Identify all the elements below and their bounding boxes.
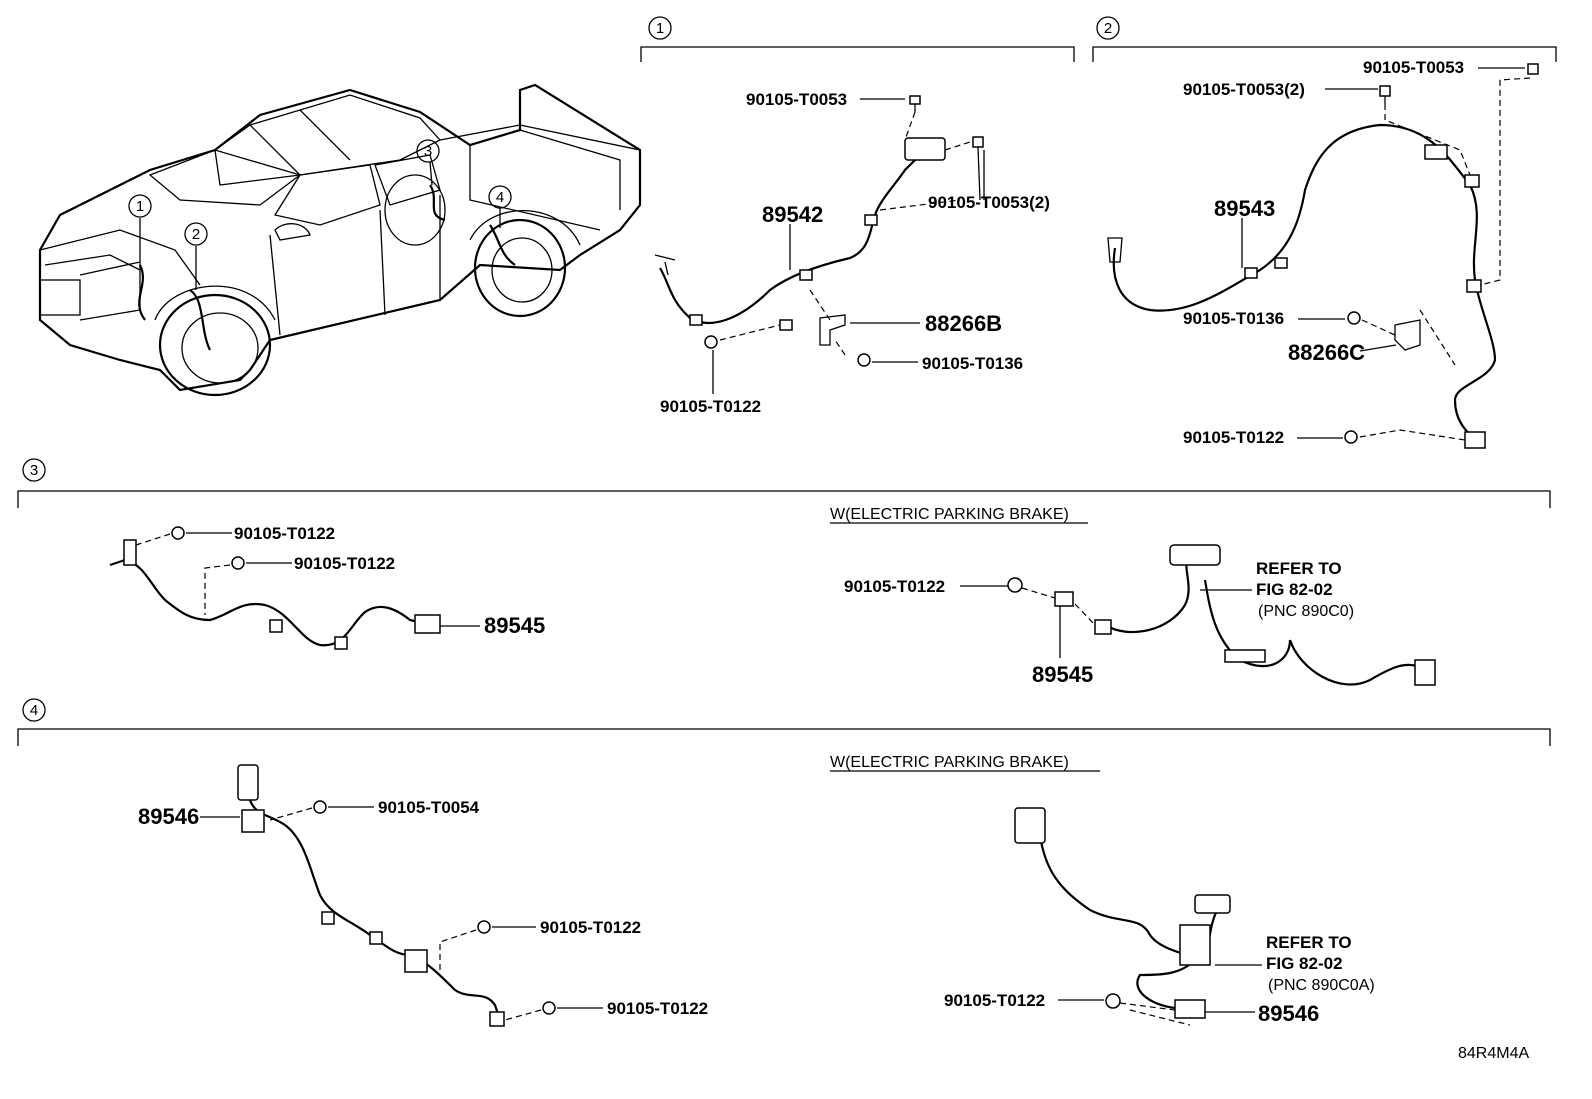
svg-text:4: 4 [496, 189, 504, 206]
label-s4-89546-left[interactable]: 89546 [138, 804, 199, 829]
truck-callout-1[interactable]: 1 [128, 194, 152, 218]
s3-refer-line1: REFER TO [1256, 559, 1342, 578]
section-4-bracket [17, 728, 1551, 746]
label-s1-90105-T0122[interactable]: 90105-T0122 [660, 397, 761, 416]
bolt-s3-t0122-b [231, 556, 245, 570]
label-s3-epb-90105-T0122[interactable]: 90105-T0122 [844, 577, 945, 596]
rear-wheel [469, 210, 581, 318]
svg-text:4: 4 [30, 702, 38, 719]
svg-text:2: 2 [192, 226, 200, 243]
bolt-s4-t0122-b [542, 1001, 556, 1015]
label-s1-89542[interactable]: 89542 [762, 202, 823, 227]
section-3-bracket [17, 490, 1551, 508]
section-1-bracket [640, 46, 1075, 62]
label-s3-epb-89545[interactable]: 89545 [1032, 662, 1093, 687]
label-s2-90105-T0053-2[interactable]: 90105-T0053(2) [1183, 80, 1305, 99]
label-s4-epb-90105-T0122[interactable]: 90105-T0122 [944, 991, 1045, 1010]
label-s1-90105-T0053-2[interactable]: 90105-T0053(2) [928, 193, 1050, 212]
harness-s4-epb [1038, 834, 1221, 1010]
label-s2-88266C[interactable]: 88266C [1288, 340, 1365, 365]
harness-s4-89546-left [243, 769, 502, 1021]
harness-89543 [1112, 123, 1497, 441]
section-2-bracket [1092, 46, 1557, 62]
bolt-s1-t0053-top [909, 95, 921, 112]
label-s4-90105-T0122-b[interactable]: 90105-T0122 [607, 999, 708, 1018]
bolt-s3-t0122-a [171, 526, 185, 540]
bolt-s2-t0122 [1344, 430, 1358, 444]
label-s4-90105-T0122-a[interactable]: 90105-T0122 [540, 918, 641, 937]
diagram-id: 84R4M4A [1458, 1045, 1529, 1062]
s4-epb-title: W(ELECTRIC PARKING BRAKE) [830, 754, 1069, 771]
bolt-s3-epb-t0122 [1007, 577, 1023, 593]
label-s3-90105-T0122-b[interactable]: 90105-T0122 [294, 554, 395, 573]
label-s2-90105-T0053[interactable]: 90105-T0053 [1363, 58, 1464, 77]
svg-text:3: 3 [30, 462, 38, 479]
bracket-88266C [1394, 319, 1421, 351]
label-s3-90105-T0122-a[interactable]: 90105-T0122 [234, 524, 335, 543]
bracket-88266B [819, 314, 846, 346]
bolt-s1-t0136 [857, 353, 871, 367]
label-s2-90105-T0136[interactable]: 90105-T0136 [1183, 309, 1284, 328]
truck-illustration: 1 2 3 4 [38, 83, 642, 397]
truck-callout-2[interactable]: 2 [184, 222, 208, 246]
label-s1-90105-T0136[interactable]: 90105-T0136 [922, 354, 1023, 373]
bolt-s2-t0053-2 [1379, 85, 1391, 104]
bolt-s1-t0122 [704, 335, 718, 349]
label-s2-90105-T0122[interactable]: 90105-T0122 [1183, 428, 1284, 447]
label-s1-88266B[interactable]: 88266B [925, 311, 1002, 336]
section-4-marker: 4 [22, 698, 46, 722]
section-1: 1 [640, 16, 1075, 416]
svg-text:1: 1 [136, 198, 144, 215]
label-s3-89545-left[interactable]: 89545 [484, 613, 545, 638]
svg-text:2: 2 [1104, 20, 1112, 37]
svg-text:1: 1 [656, 20, 664, 37]
s4-refer-line2[interactable]: FIG 82-02 [1266, 954, 1343, 973]
label-s1-90105-T0053[interactable]: 90105-T0053 [746, 90, 847, 109]
truck-callout-3[interactable]: 3 [416, 139, 440, 163]
s3-refer-line3: (PNC 890C0) [1258, 603, 1354, 620]
front-wheel-arch [154, 285, 276, 321]
bolt-s4-epb-t0122 [1105, 993, 1121, 1009]
bolt-s2-t0136 [1347, 311, 1361, 325]
bolt-s2-t0053-top [1527, 63, 1539, 75]
bolt-s4-t0054 [313, 800, 327, 814]
bolt-s1-t0053-2 [972, 136, 984, 201]
bolt-s4-t0122-a [477, 920, 491, 934]
front-wheel [158, 293, 272, 397]
label-s2-89543[interactable]: 89543 [1214, 196, 1275, 221]
label-s4-90105-T0054[interactable]: 90105-T0054 [378, 798, 480, 817]
truck-callout-4[interactable]: 4 [488, 185, 512, 209]
section-2: 2 [1092, 16, 1557, 449]
section-2-marker: 2 [1096, 16, 1120, 40]
section-4: 4 89546 90105-T0054 90105-T0122 90105-T0… [17, 698, 1551, 1027]
rear-wheel-inner [384, 174, 446, 246]
svg-text:3: 3 [424, 143, 432, 160]
harness-s3-89545-left [109, 558, 431, 647]
section-3-marker: 3 [22, 458, 46, 482]
s3-epb-title: W(ELECTRIC PARKING BRAKE) [830, 506, 1069, 523]
label-s4-epb-89546[interactable]: 89546 [1258, 1001, 1319, 1026]
section-3: 3 90105-T0122 90105-T0122 89545 W(ELECTR… [17, 458, 1551, 687]
s4-refer-line1: REFER TO [1266, 933, 1352, 952]
s4-refer-line3: (PNC 890C0A) [1268, 977, 1375, 994]
section-1-marker: 1 [648, 16, 672, 40]
s3-refer-line2[interactable]: FIG 82-02 [1256, 580, 1333, 599]
